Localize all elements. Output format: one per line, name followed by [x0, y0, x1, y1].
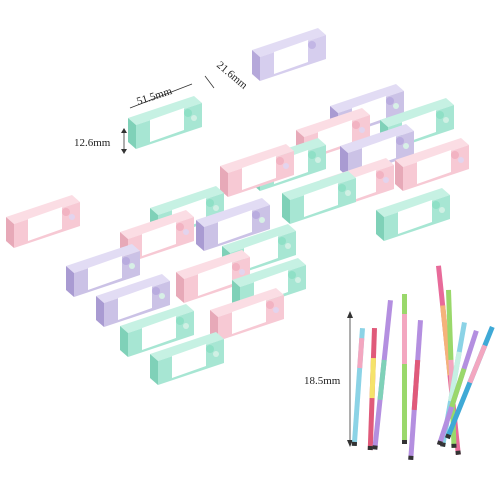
dimension-height-label: 12.6mm [74, 137, 111, 149]
eraser-lilac-top [252, 28, 326, 81]
dimension-pencil-label: 18.5mm [304, 375, 341, 387]
eraser-cluster-front [66, 144, 306, 385]
eraser-pink-left [6, 195, 80, 248]
pencil-bundle [351, 265, 495, 461]
dimension-height-line: 12.6mm [74, 128, 127, 154]
dimension-length-label: 51.5mm [135, 85, 174, 108]
dimension-width-line: 21.6mm [204, 59, 250, 92]
dimension-pencil-line: 18.5mm [304, 311, 353, 447]
dimension-width-label: 21.6mm [214, 59, 250, 92]
